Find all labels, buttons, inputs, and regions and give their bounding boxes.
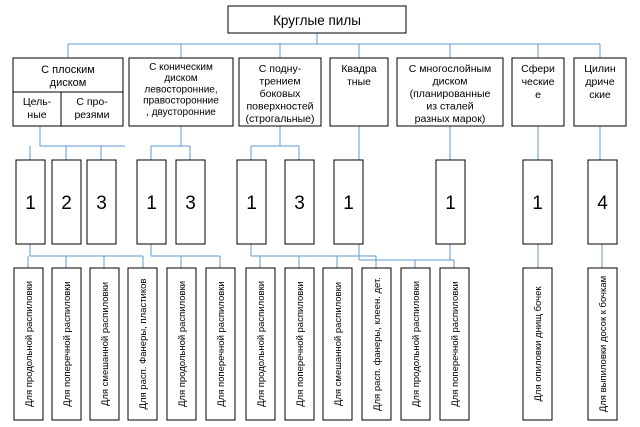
purpose-label: Для продольной распиловки [24,281,35,407]
purpose-label: Для смешанной распиловки [333,282,344,406]
purpose-label: Для выпиловки досок к бочкам [598,276,609,412]
category-label-line: правосторонние [143,96,219,107]
subtype-box [12,91,62,127]
category-label-line: (строгальные) [246,113,315,125]
category-box [128,57,234,127]
category-label-line: С многослойным [409,63,492,75]
purpose-box [400,267,431,421]
purpose-label: Для поперечной распиловки [295,281,306,407]
subtype-label-line: ные [27,109,46,121]
purpose-box [587,267,618,421]
count-value: 1 [146,193,157,214]
purpose-label: Для расп. фанеры, клеен. дет. [372,277,383,411]
category-label-line: трением [259,76,300,88]
category-label-line: Цилин [584,63,616,75]
purpose-box [361,267,392,421]
purpose-label: Для продольной распиловки [411,281,422,407]
category-label-line: диском [164,73,197,84]
category-box [396,57,504,127]
count-value: 1 [25,193,36,214]
count-value: 1 [246,193,257,214]
count-box [236,159,267,245]
count-value: 3 [294,193,305,214]
purpose-label: Для поперечной распиловки [216,281,227,407]
purpose-box [284,267,315,421]
category-label-line: (планированные [410,88,491,100]
count-box [284,159,315,245]
purpose-box [89,267,120,421]
count-value: 2 [61,193,72,214]
category-label-line: С подну- [259,63,302,75]
count-box [86,159,117,245]
purpose-box [439,267,470,421]
count-box [136,159,167,245]
category-label-line: боковых [260,88,302,100]
count-box [522,159,553,245]
purpose-box [51,267,82,421]
count-box [333,159,364,245]
category-label-line: ческие [522,76,555,88]
purpose-box [205,267,236,421]
purpose-box [13,267,44,421]
count-value: 1 [445,193,456,214]
category-label-line: С плоским [41,64,95,76]
category-box [238,57,322,127]
category-label-line: ские [589,89,611,101]
count-value: 1 [343,193,354,214]
category-label-line: Сфери [521,63,555,75]
purpose-label: Для смешанной распиловки [100,282,111,406]
category-box [511,57,565,127]
category-label-line: е [535,89,541,101]
category-label-line: диском [50,77,87,89]
subtype-label-line: С про- [76,96,108,108]
category-label-line: поверхностей [246,101,313,113]
count-box [175,159,206,245]
category-label-line: дриче [585,76,614,88]
purpose-label: Для расп. Фанеры, пластиков [138,279,149,410]
category-label-line: С коническим [149,62,213,73]
count-box [51,159,82,245]
purpose-label: Для поперечной распиловки [450,281,461,407]
title-box [227,5,407,34]
category-label-line: из сталей [426,101,473,113]
purpose-boxes: Для продольной распиловки Для поперечной … [13,267,618,421]
category-label-line: разных марок) [415,113,486,125]
category-box [329,57,389,127]
category-label-line: левосторонние, [144,84,217,95]
count-box [15,159,46,245]
subtype-label-line: Цель- [23,96,52,108]
purpose-box [322,267,353,421]
subtype-boxes: Цель-ные С про-резями [12,91,124,127]
category-box [573,57,627,127]
purpose-label: Для продольной распиловки [256,281,267,407]
purpose-label: Для продольной распиловки [177,281,188,407]
subtype-box [60,91,124,127]
count-value: 3 [185,193,196,214]
count-box [587,159,618,245]
subtype-label-line: резями [74,109,109,121]
count-value: 4 [597,193,608,214]
purpose-box [245,267,276,421]
category-label-line: тные [347,76,371,88]
purpose-box [127,267,158,421]
purpose-label: Для опиловки днищ бочек [533,286,544,402]
purpose-label: Для поперечной распиловки [62,281,73,407]
purpose-box [166,267,197,421]
diagram-title: Круглые пилы [273,13,361,28]
category-label-line: Квадра [341,63,376,75]
connector-lines [27,33,603,268]
category-label-line: , двусторонние [146,107,216,118]
purpose-box [522,267,553,421]
count-box [435,159,466,245]
count-value: 3 [96,193,107,214]
category-label-line: диском [432,76,467,88]
count-value: 1 [532,193,543,214]
count-boxes: 1 2 3 1 3 1 3 1 1 1 4 [15,159,618,245]
